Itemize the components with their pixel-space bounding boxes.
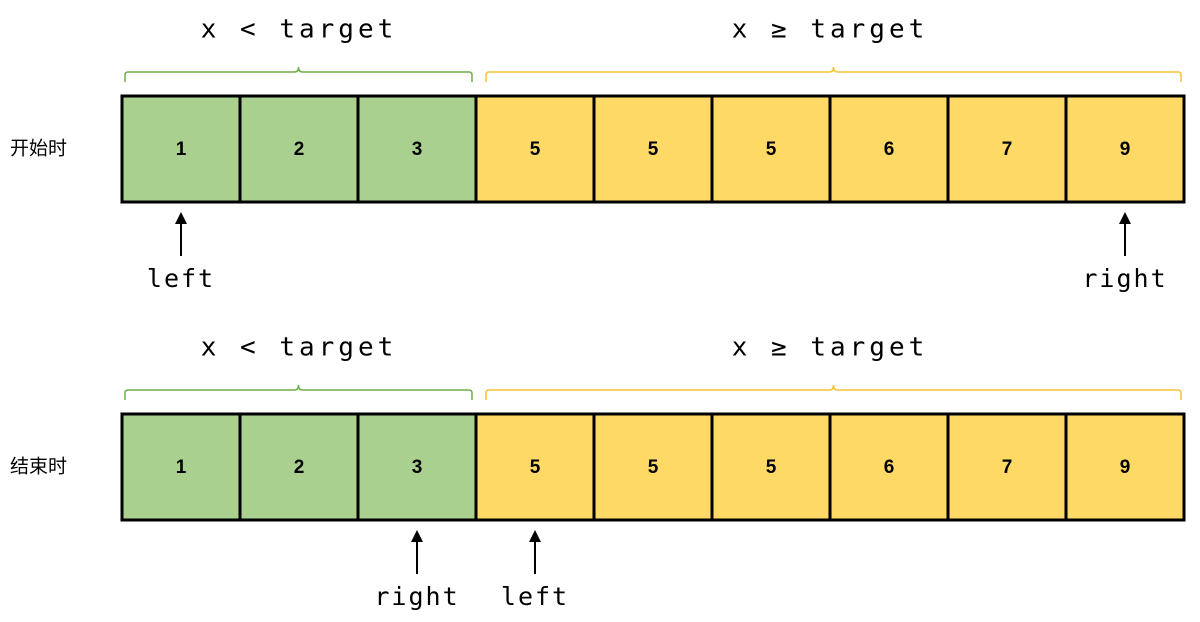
array-cell <box>592 412 714 522</box>
array-cell <box>710 94 832 204</box>
cell-value: 7 <box>1002 457 1013 478</box>
array-cell <box>1064 412 1186 522</box>
cell-value: 9 <box>1120 457 1131 478</box>
cell-value: 5 <box>530 457 541 478</box>
brace-geq <box>485 384 1182 400</box>
array-cell <box>356 412 478 522</box>
brace-less <box>124 66 473 82</box>
cell-value: 2 <box>294 457 305 478</box>
cell-value: 1 <box>176 139 187 160</box>
condition-label-geq: x ≥ target <box>732 333 929 363</box>
cell-value: 3 <box>412 457 423 478</box>
cell-value: 5 <box>766 457 777 478</box>
cell-value: 5 <box>530 139 541 160</box>
array-cell <box>592 94 714 204</box>
brace-geq <box>485 66 1182 82</box>
cell-value: 5 <box>648 139 659 160</box>
array-cell <box>356 94 478 204</box>
pointer-label-left: left <box>501 582 569 611</box>
cell-value: 7 <box>1002 139 1013 160</box>
cell-value: 9 <box>1120 139 1131 160</box>
array-cell <box>710 412 832 522</box>
array-cell <box>1064 94 1186 204</box>
array-cell <box>238 412 360 522</box>
pointer-label-right: right <box>374 582 459 611</box>
cell-value: 2 <box>294 139 305 160</box>
array-cell <box>946 94 1068 204</box>
cell-value: 3 <box>412 139 423 160</box>
pointer-label-right: right <box>1082 264 1167 293</box>
array-cell <box>828 94 950 204</box>
array-cell <box>828 412 950 522</box>
row-label: 开始时 <box>10 138 67 160</box>
cell-value: 6 <box>884 457 895 478</box>
array-cell <box>238 94 360 204</box>
condition-label-less: x < target <box>201 333 398 363</box>
cell-value: 5 <box>648 457 659 478</box>
condition-label-less: x < target <box>201 15 398 45</box>
row-label: 结束时 <box>10 456 67 478</box>
pointer-label-left: left <box>147 264 215 293</box>
cell-value: 6 <box>884 139 895 160</box>
brace-less <box>124 384 473 400</box>
condition-label-geq: x ≥ target <box>732 15 929 45</box>
cell-value: 1 <box>176 457 187 478</box>
cell-value: 5 <box>766 139 777 160</box>
array-cell <box>120 94 242 204</box>
array-cell <box>120 412 242 522</box>
array-cell <box>946 412 1068 522</box>
